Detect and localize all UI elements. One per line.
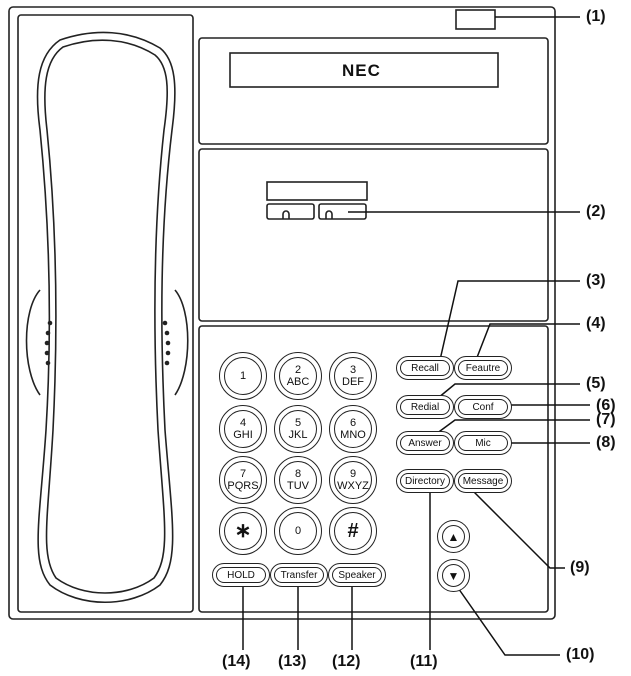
mic-label: Mic xyxy=(458,435,508,451)
transfer-button[interactable]: Transfer xyxy=(270,563,328,587)
dial-key-number: # xyxy=(347,520,359,542)
mic-button[interactable]: Mic xyxy=(454,431,512,455)
recall-label: Recall xyxy=(400,360,450,376)
dial-key-number: 9 xyxy=(349,468,357,480)
recall-button[interactable]: Recall xyxy=(396,356,454,380)
dial-key-hash[interactable]: # xyxy=(329,507,377,555)
handset-cradle xyxy=(17,14,194,613)
dial-key-letters: DEF xyxy=(342,376,364,388)
arrow-down-icon: ▼ xyxy=(442,564,465,587)
callout-4: (4) xyxy=(586,315,606,332)
conf-button[interactable]: Conf xyxy=(454,395,512,419)
callout-6: (6) xyxy=(596,397,616,414)
dial-key-number: 6 xyxy=(349,417,357,429)
nec-logo: NEC xyxy=(342,61,381,80)
lcd-display xyxy=(229,52,499,88)
nav-down-button[interactable]: ▼ xyxy=(437,559,470,592)
dial-key-letters: TUV xyxy=(287,480,309,492)
dial-key-1[interactable]: 1 xyxy=(219,352,267,400)
callout-7: (7) xyxy=(596,411,616,428)
dial-key-number: 7 xyxy=(239,468,247,480)
redial-label: Redial xyxy=(400,399,450,415)
callout-10: (10) xyxy=(566,646,595,663)
dial-key-star[interactable]: ∗ xyxy=(219,507,267,555)
redial-button[interactable]: Redial xyxy=(396,395,454,419)
callout-8: (8) xyxy=(596,434,616,451)
dial-key-letters: GHI xyxy=(233,429,253,441)
callout-5: (5) xyxy=(586,375,606,392)
dial-key-number: 3 xyxy=(349,364,357,376)
hold-button[interactable]: HOLD xyxy=(212,563,270,587)
feature-button[interactable]: Feautre xyxy=(454,356,512,380)
callout-9: (9) xyxy=(570,559,590,576)
dial-key-number: 1 xyxy=(239,370,247,382)
conf-label: Conf xyxy=(458,399,508,415)
callout-3: (3) xyxy=(586,272,606,289)
dial-key-number: 8 xyxy=(294,468,302,480)
message-lamp xyxy=(455,9,496,30)
dial-key-number: 2 xyxy=(294,364,302,376)
dial-key-letters: JKL xyxy=(288,429,308,441)
message-label: Message xyxy=(458,473,508,489)
dial-key-number: 4 xyxy=(239,417,247,429)
dial-key-letters: MNO xyxy=(340,429,366,441)
dial-key-number: 0 xyxy=(294,525,302,537)
nav-up-button[interactable]: ▲ xyxy=(437,520,470,553)
directory-button[interactable]: Directory xyxy=(396,469,454,493)
callout-2: (2) xyxy=(586,203,606,220)
directory-label: Directory xyxy=(400,473,450,489)
phone-body xyxy=(8,6,556,620)
answer-label: Answer xyxy=(400,435,450,451)
callout-11: (11) xyxy=(410,653,438,670)
dial-key-0[interactable]: 0 xyxy=(274,507,322,555)
speaker-button[interactable]: Speaker xyxy=(328,563,386,587)
dial-key-number: ∗ xyxy=(234,520,252,542)
transfer-label: Transfer xyxy=(274,567,324,583)
answer-button[interactable]: Answer xyxy=(396,431,454,455)
dial-key-number: 5 xyxy=(294,417,302,429)
callout-14: (14) xyxy=(222,653,251,670)
message-button[interactable]: Message xyxy=(454,469,512,493)
dial-key-letters: PQRS xyxy=(227,480,259,492)
speaker-label: Speaker xyxy=(332,567,382,583)
callout-13: (13) xyxy=(278,653,307,670)
callout-12: (12) xyxy=(332,653,361,670)
handset xyxy=(36,31,176,604)
dial-key-letters: WXYZ xyxy=(337,480,369,492)
arrow-up-icon: ▲ xyxy=(442,525,465,548)
callout-1: (1) xyxy=(586,8,606,25)
feature-label: Feautre xyxy=(458,360,508,376)
dial-key-letters: ABC xyxy=(286,376,310,388)
hold-label: HOLD xyxy=(216,567,266,583)
